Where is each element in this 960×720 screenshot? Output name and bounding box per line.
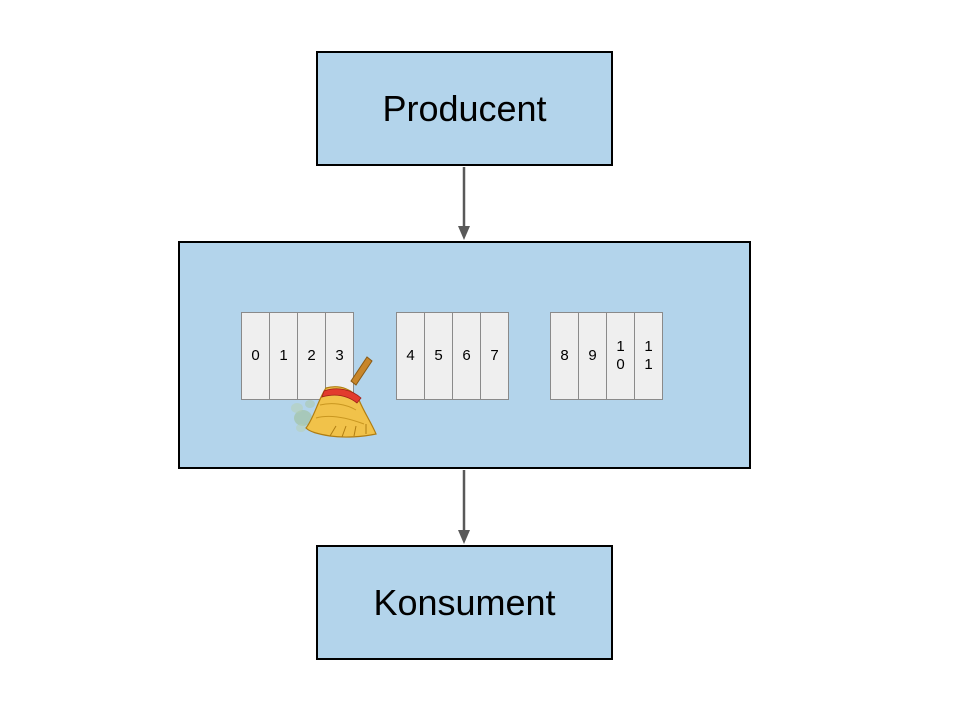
- offset-cell: 4: [396, 312, 425, 400]
- offset-cell: 9: [578, 312, 607, 400]
- arrow-log-to-consumer: [458, 470, 470, 544]
- offset-cell: 0: [241, 312, 270, 400]
- producer-label: Producent: [382, 87, 547, 129]
- offset-cell: 1 1: [634, 312, 663, 400]
- offset-cell: 3: [325, 312, 354, 400]
- log-segment-3: 8 9 1 0 1 1: [550, 312, 663, 400]
- log-segment-2: 4 5 6 7: [396, 312, 509, 400]
- offset-cell: 1 0: [606, 312, 635, 400]
- offset-cell: 6: [452, 312, 481, 400]
- producer-box: Producent: [316, 51, 613, 166]
- offset-cell: 8: [550, 312, 579, 400]
- consumer-label: Konsument: [373, 581, 556, 623]
- consumer-box: Konsument: [316, 545, 613, 660]
- offset-cell: 5: [424, 312, 453, 400]
- offset-cell: 2: [297, 312, 326, 400]
- log-segment-1: 0 1 2 3: [241, 312, 354, 400]
- arrow-producer-to-log: [458, 167, 470, 240]
- offset-cell: 1: [269, 312, 298, 400]
- offset-cell: 7: [480, 312, 509, 400]
